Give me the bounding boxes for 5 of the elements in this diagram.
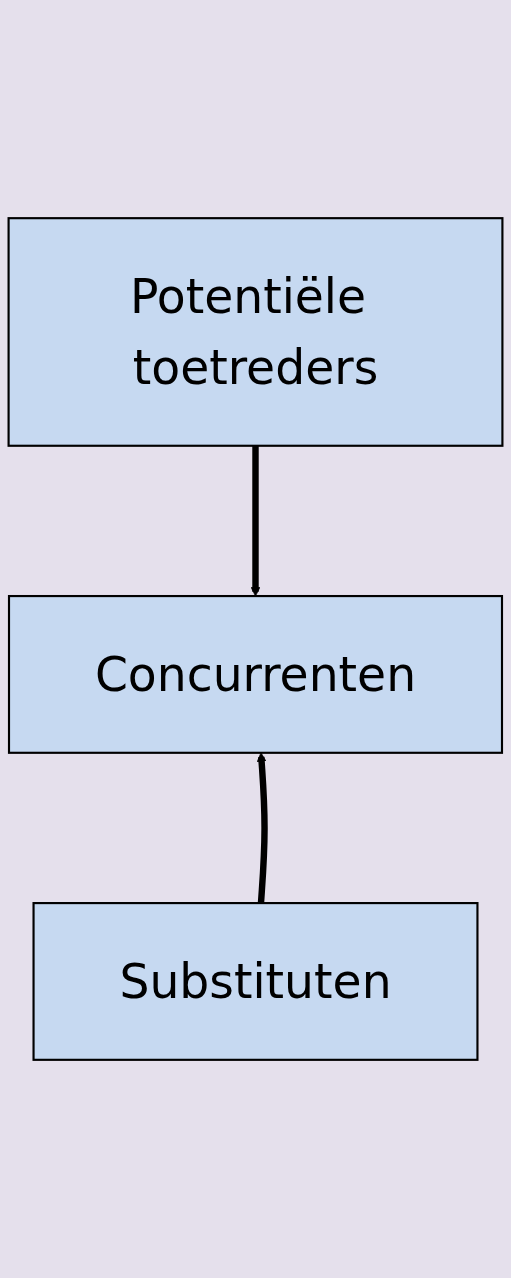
- arrow: [256, 752, 268, 904]
- node-box: Substituten: [32, 902, 479, 1061]
- node-box: Potentiële toetreders: [7, 217, 504, 447]
- node-box: Concurrenten: [7, 595, 504, 754]
- arrow: [250, 445, 261, 597]
